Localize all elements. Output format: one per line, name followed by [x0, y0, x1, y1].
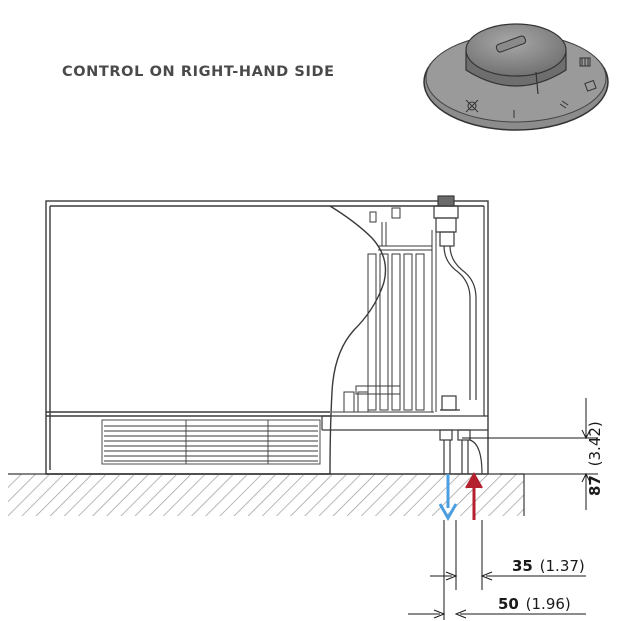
heat-exchanger [332, 207, 437, 413]
dimension-lines [408, 398, 598, 620]
unit-cabinet [45, 200, 489, 475]
pipe-spacing-alt: (1.37) [540, 557, 585, 575]
outflow-arrow-icon [438, 474, 458, 522]
pipe-spacing-label: 35 (1.37) [512, 557, 585, 575]
height-alt: (3.42) [586, 421, 604, 466]
valve-assembly [321, 195, 488, 475]
cutaway-edge [329, 205, 387, 475]
control-knob-icon [423, 23, 609, 131]
floor [8, 473, 525, 516]
pipe-offset-value: 50 [498, 595, 519, 613]
pipe-spacing-value: 35 [512, 557, 533, 575]
pipe-offset-label: 50 (1.96) [498, 595, 571, 613]
pipe-offset-alt: (1.96) [526, 595, 571, 613]
inflow-arrow-icon [465, 471, 483, 520]
height-dimension-label: 87 (3.42) [586, 421, 604, 496]
height-value: 87 [586, 475, 604, 496]
diagram-title: CONTROL ON RIGHT-HAND SIDE [62, 64, 335, 80]
front-grille [101, 419, 321, 465]
